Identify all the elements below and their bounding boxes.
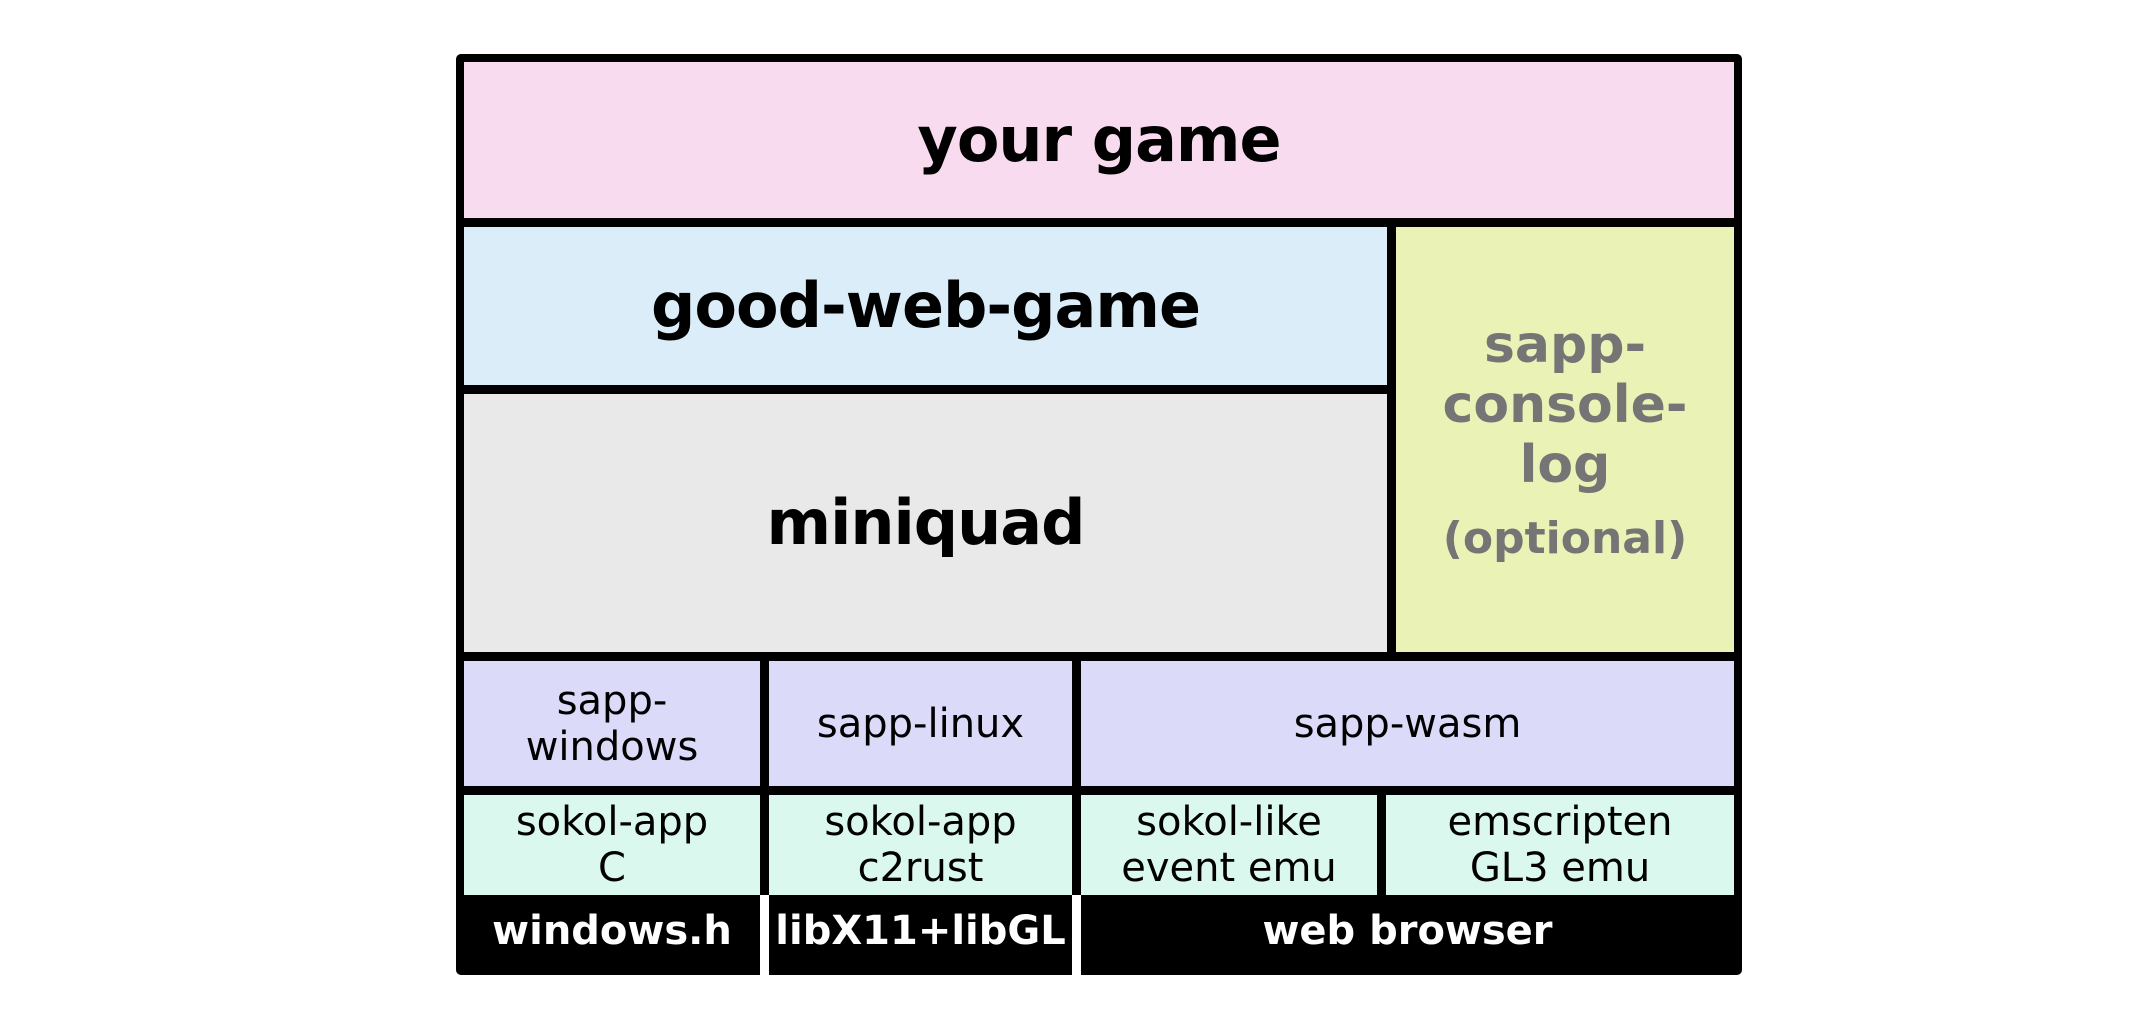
impl-sokol-app-c-line-1: sokol-app [515, 799, 709, 845]
backend-sapp-windows: sapp- windows [464, 661, 760, 786]
backend-sapp-wasm-label: sapp-wasm [1293, 700, 1522, 747]
backend-sapp-windows-line-1: sapp- [556, 677, 668, 724]
platform-windows-h: windows.h [464, 895, 760, 967]
platform-windows-h-label: windows.h [492, 908, 732, 954]
layer-your-game-label: your game [917, 103, 1281, 176]
layer-good-web-game: good-web-game [464, 227, 1387, 385]
console-log-label-line-2: console- [1442, 375, 1688, 435]
impl-sokol-app-c: sokol-app C [464, 795, 760, 895]
platform-libx11-libgl: libX11+libGL [769, 895, 1072, 967]
console-log-label-line-3: log [1519, 435, 1611, 495]
backend-sapp-wasm: sapp-wasm [1081, 661, 1734, 786]
backend-sapp-linux-label: sapp-linux [816, 700, 1025, 747]
platform-separator-1 [760, 895, 769, 975]
impl-sokol-like-line-1: sokol-like [1136, 799, 1322, 845]
layer-miniquad: miniquad [464, 394, 1387, 652]
platform-web-browser-label: web browser [1262, 908, 1553, 954]
impl-sokol-app-c2rust-line-1: sokol-app [824, 799, 1017, 845]
platform-separator-2 [1072, 895, 1081, 975]
platform-web-browser: web browser [1081, 895, 1734, 967]
backend-sapp-linux: sapp-linux [769, 661, 1072, 786]
impl-emscripten-line-1: emscripten [1447, 799, 1673, 845]
layer-miniquad-label: miniquad [766, 486, 1086, 559]
impl-sokol-app-c2rust-line-2: c2rust [857, 845, 984, 891]
impl-emscripten-gl3-emu: emscripten GL3 emu [1386, 795, 1734, 895]
layer-sapp-console-log: sapp- console- log (optional) [1396, 227, 1734, 652]
platform-libx11-libgl-label: libX11+libGL [775, 908, 1066, 954]
impl-sokol-like-line-2: event emu [1121, 845, 1337, 891]
console-log-optional-note: (optional) [1442, 513, 1688, 564]
impl-emscripten-line-2: GL3 emu [1469, 845, 1651, 891]
layer-good-web-game-label: good-web-game [651, 269, 1201, 342]
impl-sokol-app-c-line-2: C [598, 845, 626, 891]
impl-sokol-like-event-emu: sokol-like event emu [1081, 795, 1377, 895]
impl-sokol-app-c2rust: sokol-app c2rust [769, 795, 1072, 895]
console-log-label-line-1: sapp- [1483, 315, 1647, 375]
backend-sapp-windows-line-2: windows [525, 723, 699, 770]
layer-your-game: your game [464, 62, 1734, 218]
